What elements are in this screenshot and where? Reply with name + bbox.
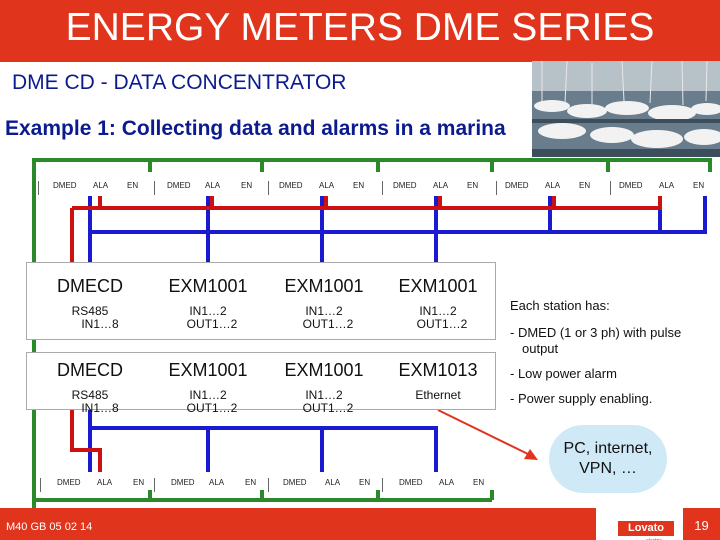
device-sub-2: OUT1…2 [186, 317, 238, 331]
network-callout: PC, internet, VPN, … [549, 425, 667, 493]
meter-label: DMED [167, 181, 191, 190]
slide-subtitle: DME CD - DATA CONCENTRATOR [12, 71, 347, 94]
station-item-1: - DMED (1 or 3 ph) with pulse [510, 325, 682, 340]
header-bar: ENERGY METERS DME SERIES [0, 0, 720, 62]
device-sub-2: OUT1…2 [302, 401, 354, 415]
station-item-1b: output [522, 341, 559, 356]
alarm-label: ALA [659, 181, 675, 190]
enable-label: EN [133, 478, 145, 487]
enable-label: EN [353, 181, 365, 190]
footer-code: M40 GB 05 02 14 [6, 521, 93, 533]
bottom-meter-group-2: DMED ALA EN [154, 478, 266, 492]
footer-bar: M40 GB 05 02 14 [0, 508, 596, 540]
enable-label: EN [579, 181, 591, 190]
device-title: EXM1001 [398, 276, 478, 296]
device-sub-1: IN1…2 [189, 388, 227, 402]
meter-label: DMED [399, 478, 423, 487]
callout-line-1: PC, internet, [563, 440, 653, 457]
device-sub-1: RS485 [71, 304, 109, 318]
top-meter-group-6: DMED ALA EN [610, 181, 718, 195]
logo-subtext: electric [646, 538, 662, 540]
bottom-meter-group-4: DMED ALA EN [382, 478, 494, 492]
device-sub-1: Ethernet [415, 388, 461, 402]
enable-label: EN [241, 181, 253, 190]
device-title: EXM1001 [168, 276, 248, 296]
device-title: EXM1001 [168, 360, 248, 380]
station-item-2: - Low power alarm [510, 366, 617, 381]
alarm-label: ALA [97, 478, 113, 487]
top-meter-group-5: DMED ALA EN [496, 181, 608, 195]
top-meter-group-4: DMED ALA EN [382, 181, 494, 195]
meter-label: DMED [283, 478, 307, 487]
example-title: Example 1: Collecting data and alarms in… [5, 117, 506, 140]
alarm-label: ALA [433, 181, 449, 190]
enable-label: EN [693, 181, 705, 190]
meter-label: DMED [53, 181, 77, 190]
enable-label: EN [245, 478, 257, 487]
blue-bus-top [88, 196, 707, 234]
enable-label: EN [359, 478, 371, 487]
enable-label: EN [473, 478, 485, 487]
alarm-label: ALA [439, 478, 455, 487]
device-title: EXM1013 [398, 360, 478, 380]
device-sub-2: OUT1…2 [416, 317, 468, 331]
callout-line-2: VPN, … [579, 460, 637, 477]
red-alarm-bottom [70, 410, 102, 472]
top-meter-group-2: DMED ALA EN [154, 181, 266, 195]
enable-label: EN [127, 181, 139, 190]
device-sub-2: OUT1…2 [302, 317, 354, 331]
meter-label: DMED [393, 181, 417, 190]
alarm-label: ALA [545, 181, 561, 190]
alarm-label: ALA [319, 181, 335, 190]
device-sub-2: IN1…8 [81, 401, 119, 415]
device-sub-1: RS485 [71, 388, 109, 402]
device-row-1 [26, 262, 496, 340]
bottom-meter-group-1: DMED ALA EN [40, 478, 152, 492]
device-title: DMECD [57, 276, 123, 296]
station-heading: Each station has: [510, 298, 610, 313]
slide-title: ENERGY METERS DME SERIES [65, 6, 655, 49]
marina-photo [532, 61, 720, 157]
meter-label: DMED [505, 181, 529, 190]
bottom-meter-group-3: DMED ALA EN [268, 478, 380, 492]
device-sub-2: IN1…8 [81, 317, 119, 331]
logo-word: Lovato [627, 522, 665, 534]
meter-label: DMED [171, 478, 195, 487]
top-meter-group-1: DMED ALA EN [38, 181, 150, 195]
device-sub-1: IN1…2 [189, 304, 227, 318]
lovato-logo: Lovato electric [596, 508, 683, 540]
alarm-label: ALA [205, 181, 221, 190]
device-title: EXM1001 [284, 360, 364, 380]
enable-label: EN [467, 181, 479, 190]
green-bus-bottom [32, 490, 152, 512]
device-sub-2: OUT1…2 [186, 401, 238, 415]
marina-photo-art [532, 61, 720, 157]
device-sub-1: IN1…2 [305, 304, 343, 318]
meter-label: DMED [619, 181, 643, 190]
device-row-2 [26, 352, 496, 410]
meter-label: DMED [279, 181, 303, 190]
red-alarm-top [98, 196, 662, 210]
blue-bus-bottom [88, 410, 438, 472]
device-sub-1: IN1…2 [305, 388, 343, 402]
device-sub-1: IN1…2 [419, 304, 457, 318]
page-number: 19 [683, 508, 720, 540]
device-title: EXM1001 [284, 276, 364, 296]
callout-arrow [437, 409, 538, 460]
meter-label: DMED [57, 478, 81, 487]
logo-text: Lovato [618, 521, 674, 536]
device-title: DMECD [57, 360, 123, 380]
alarm-label: ALA [93, 181, 109, 190]
top-meter-group-3: DMED ALA EN [268, 181, 380, 195]
alarm-label: ALA [325, 478, 341, 487]
station-item-3: - Power supply enabling. [510, 391, 653, 406]
alarm-label: ALA [209, 478, 225, 487]
